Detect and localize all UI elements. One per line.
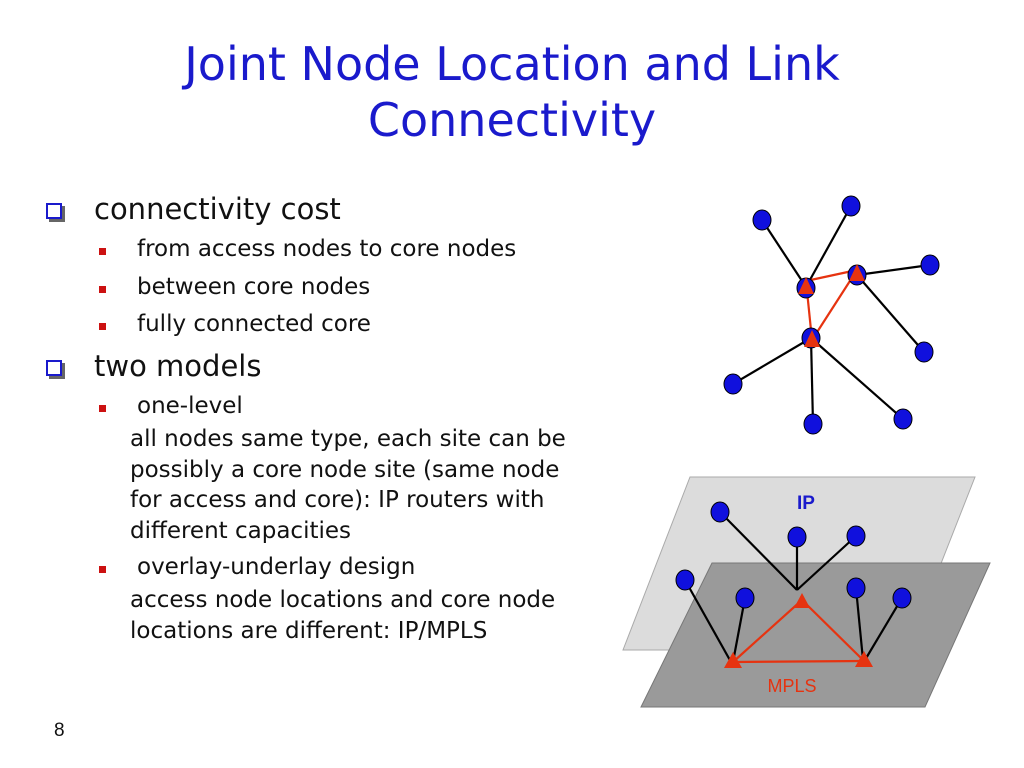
red-square-bullet-icon xyxy=(99,405,106,412)
red-square-bullet-icon xyxy=(99,286,106,293)
hollow-square-bullet-icon xyxy=(46,203,62,219)
access-link xyxy=(684,579,732,663)
access-link xyxy=(805,205,852,288)
core-link xyxy=(732,599,803,663)
hollow-square-bullet-icon xyxy=(46,360,62,376)
core-node-triangle-icon xyxy=(794,593,810,608)
core-node-triangle-icon xyxy=(855,651,873,667)
access-link xyxy=(809,337,815,425)
core-node-triangle-icon xyxy=(724,652,742,668)
core-link xyxy=(811,269,858,341)
one-level-description: all nodes same type, each site can be po… xyxy=(130,426,566,544)
bullet-two-models: two models xyxy=(94,349,262,383)
title-line-2: Connectivity xyxy=(367,93,657,147)
slide-title: Joint Node Location and Link Connectivit… xyxy=(0,36,1024,148)
title-line-1: Joint Node Location and Link xyxy=(184,37,840,91)
access-node xyxy=(892,587,912,609)
access-link xyxy=(761,219,807,288)
access-node xyxy=(841,195,861,217)
access-link xyxy=(810,337,904,420)
access-node xyxy=(675,569,695,591)
bullet-connectivity-cost: connectivity cost xyxy=(94,192,341,226)
core-link xyxy=(801,599,865,662)
red-square-bullet-icon xyxy=(99,323,106,330)
access-link xyxy=(732,337,812,385)
core-node-triangle-icon xyxy=(849,264,865,281)
overlay-underlay-description: access node locations and core node loca… xyxy=(130,587,556,644)
red-square-bullet-icon xyxy=(99,248,106,255)
access-link xyxy=(731,597,747,663)
mpls-plane-label: MPLS xyxy=(767,676,816,696)
page-number: 8 xyxy=(54,720,65,741)
access-node xyxy=(914,341,934,363)
access-node xyxy=(723,373,743,395)
sub-bullet-fully-connected: fully connected core xyxy=(137,311,371,337)
access-node xyxy=(803,413,823,435)
red-square-bullet-icon xyxy=(99,566,106,573)
ip-plane-label: IP xyxy=(797,493,815,514)
access-node xyxy=(846,525,866,547)
access-link xyxy=(719,511,798,591)
access-link xyxy=(796,535,857,591)
sub-bullet-access-to-core: from access nodes to core nodes xyxy=(137,236,517,262)
access-node xyxy=(710,501,730,523)
sub-bullet-between-core: between core nodes xyxy=(137,274,371,300)
sub-bullet-one-level: one-level xyxy=(137,393,243,419)
access-node xyxy=(752,209,772,231)
access-node xyxy=(893,408,913,430)
one-level-topology xyxy=(723,195,940,435)
access-link xyxy=(864,597,903,661)
bullet-list: connectivity cost from access nodes to c… xyxy=(46,192,566,644)
overlay-underlay-topology: IP MPLS xyxy=(622,476,991,708)
access-link xyxy=(856,263,931,277)
access-node xyxy=(787,526,807,548)
core-link xyxy=(732,659,865,664)
access-node xyxy=(920,254,940,276)
access-link xyxy=(854,587,865,661)
core-node-triangle-icon xyxy=(798,277,814,294)
sub-bullet-overlay-underlay: overlay-underlay design xyxy=(137,554,416,580)
access-link xyxy=(856,274,925,353)
access-node xyxy=(846,577,866,599)
core-node-triangle-icon xyxy=(804,330,820,347)
access-node xyxy=(735,587,755,609)
